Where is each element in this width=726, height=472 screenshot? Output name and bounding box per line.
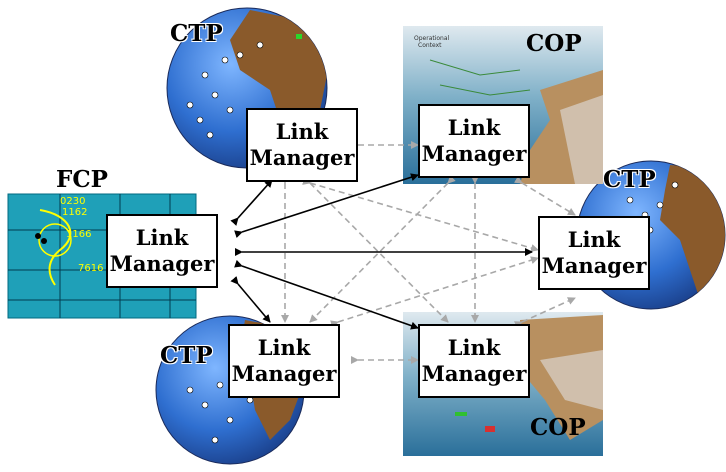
- link-manager-label-line1: Link: [257, 335, 311, 360]
- fcp-map-label-3: 1166: [66, 229, 91, 240]
- solid-link: [230, 276, 271, 323]
- fcp-map-label-2: 1162: [62, 207, 87, 218]
- link-manager-label-line2: Manager: [249, 145, 355, 170]
- link-manager-label-line1: Link: [275, 119, 329, 144]
- node-label-ctp-right: CTP: [603, 166, 656, 193]
- node-label-ctp-bottom-left: CTP: [160, 342, 213, 369]
- link-manager-cop-bottom[interactable]: Link Manager: [418, 324, 530, 398]
- link-manager-label-line1: Link: [447, 335, 501, 360]
- cop-top-caption-2: Context: [418, 42, 442, 49]
- solid-link: [234, 173, 419, 238]
- link-manager-cop-top[interactable]: Link Manager: [418, 104, 530, 178]
- node-label-cop-bottom: COP: [530, 414, 586, 441]
- node-label-cop-top: COP: [526, 30, 582, 57]
- link-manager-ctp-right[interactable]: Link Manager: [538, 216, 650, 290]
- node-label-ctp-top-left: CTP: [170, 20, 223, 47]
- link-manager-label-line2: Manager: [231, 361, 337, 386]
- dashed-link: [513, 175, 576, 216]
- link-manager-ctp-bottom-left[interactable]: Link Manager: [228, 324, 340, 398]
- link-manager-label-line1: Link: [567, 227, 621, 252]
- link-manager-label-line2: Manager: [541, 253, 647, 278]
- fcp-map-label-1: 0230: [60, 196, 85, 207]
- ctp-globe-top-left: [166, 7, 328, 169]
- node-label-fcp: FCP: [56, 166, 108, 193]
- link-manager-ctp-top-left[interactable]: Link Manager: [246, 108, 358, 182]
- black-solid-connections: [230, 173, 533, 330]
- link-manager-label-line2: Manager: [109, 251, 215, 276]
- dashed-link: [302, 177, 539, 252]
- link-manager-label-line2: Manager: [421, 361, 527, 386]
- link-manager-label-line1: Link: [447, 115, 501, 140]
- link-manager-fcp[interactable]: Link Manager: [106, 214, 218, 288]
- solid-link: [230, 179, 273, 226]
- fcp-map-label-4: 7616: [78, 263, 103, 274]
- solid-link: [234, 259, 419, 330]
- cop-top-caption-1: Operational: [414, 35, 450, 42]
- link-manager-label-line2: Manager: [421, 141, 527, 166]
- link-manager-label-line1: Link: [135, 225, 189, 250]
